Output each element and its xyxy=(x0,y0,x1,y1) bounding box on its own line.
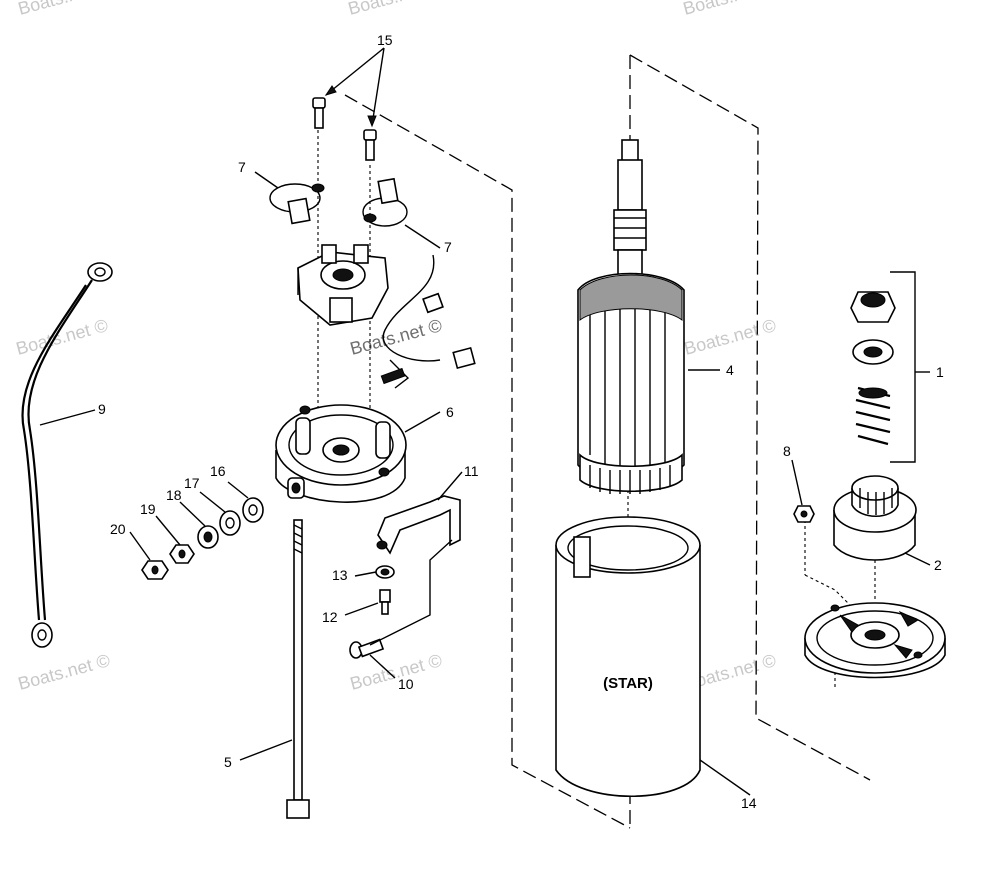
callout: 18 xyxy=(166,487,182,503)
callout: 15 xyxy=(377,32,393,48)
callout: 8 xyxy=(783,443,791,459)
watermark: Boats.net © xyxy=(346,0,442,19)
callout: 5 xyxy=(224,754,232,770)
callout: 20 xyxy=(110,521,126,537)
callout: 12 xyxy=(322,609,338,625)
callout: 16 xyxy=(210,463,226,479)
callout: 17 xyxy=(184,475,200,491)
watermark: Boats.net © xyxy=(682,315,778,359)
drive-end-head xyxy=(804,602,946,679)
brush-lead-wire xyxy=(380,254,476,389)
watermark: Boats.net © xyxy=(16,0,112,19)
armature-frame: (STAR) xyxy=(555,516,701,798)
drive-nut xyxy=(793,505,815,523)
callout: 10 xyxy=(398,676,414,692)
callout: 11 xyxy=(464,463,479,479)
callout: 2 xyxy=(934,557,942,573)
callout: 6 xyxy=(446,404,454,420)
watermark: Boats.net © xyxy=(681,0,777,19)
brush-holder-plate xyxy=(297,244,389,326)
mounting-bracket xyxy=(376,495,461,555)
ground-cable xyxy=(21,262,113,648)
callout: 7 xyxy=(238,159,246,175)
pinion-drive xyxy=(833,475,917,561)
armature xyxy=(577,139,685,494)
callout: 7 xyxy=(444,239,452,255)
leader-lines xyxy=(39,47,931,796)
frame-marking: (STAR) xyxy=(603,675,653,692)
callout: 4 xyxy=(726,362,734,378)
end-cap xyxy=(275,404,407,503)
callout: 19 xyxy=(140,501,156,517)
bracket-fasteners xyxy=(349,565,395,659)
terminal-hardware xyxy=(141,497,264,580)
callout: 14 xyxy=(741,795,757,811)
watermark: Boats.net © xyxy=(16,650,112,694)
callout: 9 xyxy=(98,401,106,417)
callout: 13 xyxy=(332,567,348,583)
brush-springs xyxy=(269,177,408,227)
callout: 1 xyxy=(936,364,944,380)
callout-numbers: 15 7 7 9 6 16 17 18 19 20 11 13 12 10 5 … xyxy=(98,32,944,811)
through-bolt xyxy=(286,519,310,819)
watermark: Boats.net © xyxy=(348,315,444,359)
brush-holder-screws xyxy=(312,97,377,161)
drive-hardware xyxy=(850,291,896,446)
